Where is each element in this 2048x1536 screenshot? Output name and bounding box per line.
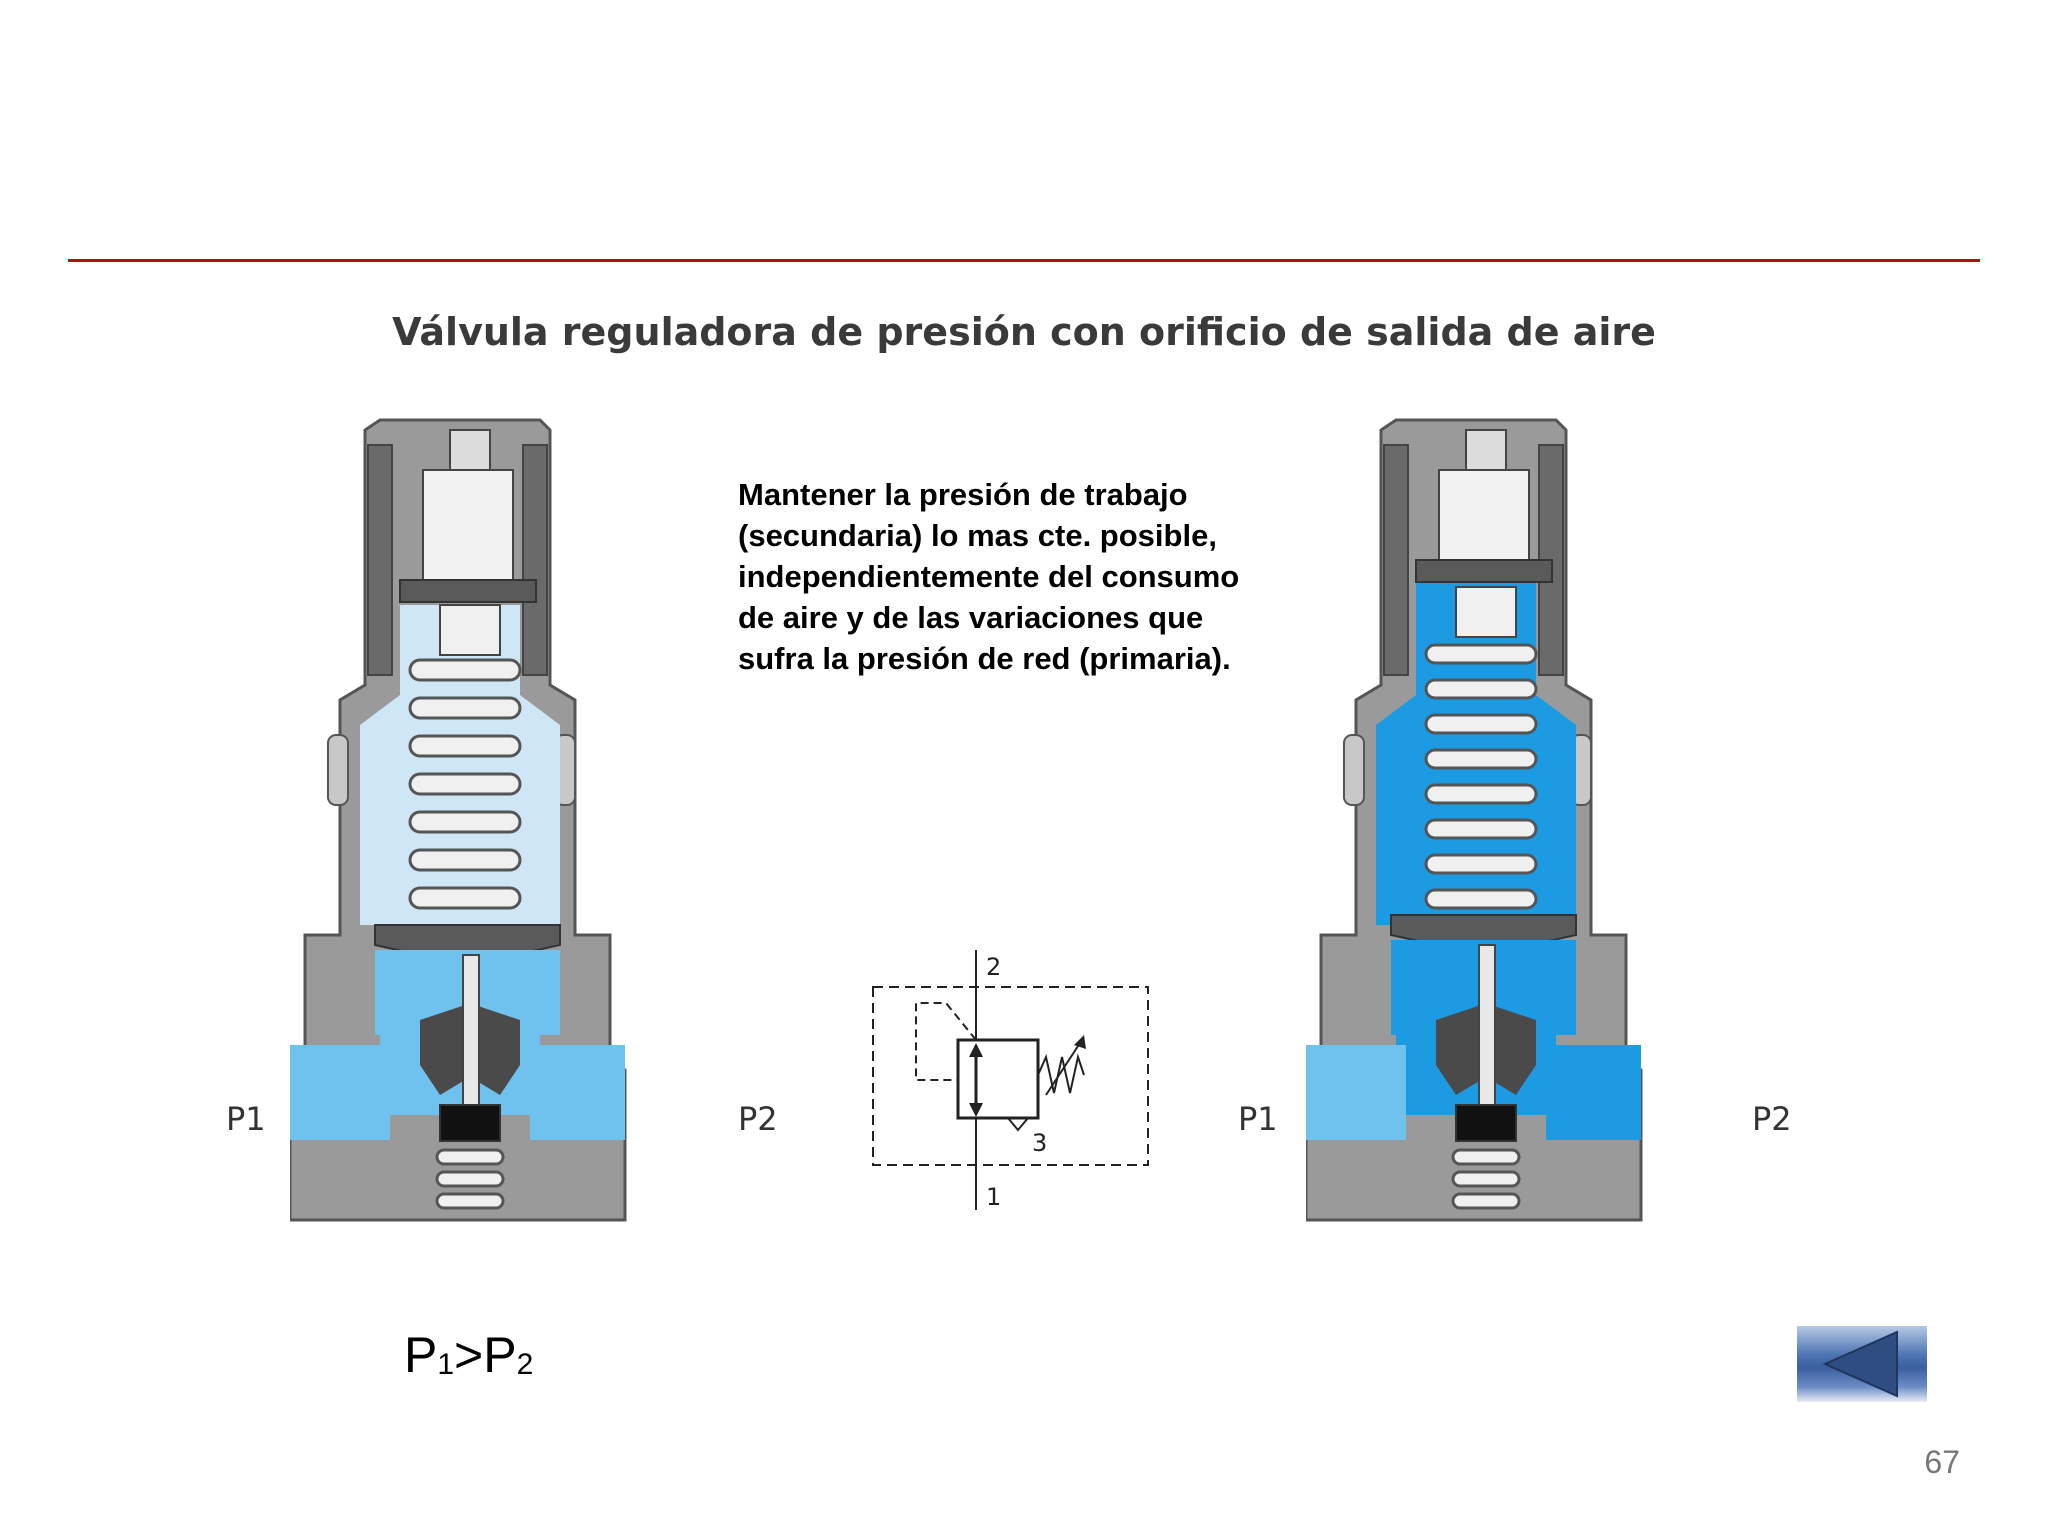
symbol-port-1: 1	[986, 1183, 1001, 1211]
right-valve-outlet-label: P2	[1752, 1100, 1792, 1138]
pressure-relation: P1>P2	[404, 1326, 533, 1384]
right-valve-inlet-label: P1	[1238, 1100, 1278, 1138]
left-valve-inlet-label: P1	[226, 1100, 266, 1138]
p1-subscript: 1	[437, 1348, 455, 1381]
title-rule	[68, 259, 1980, 262]
pressure-regulator-symbol: 2 1 3	[872, 950, 1149, 1211]
diagram-title: Válvula reguladora de presión con orific…	[392, 310, 1656, 354]
description-line: Mantener la presión de trabajo	[738, 477, 1188, 512]
greater-than-symbol: >	[454, 1327, 484, 1383]
description-line: sufra la presión de red (primaria).	[738, 641, 1231, 676]
back-arrow-icon	[1822, 1330, 1898, 1398]
back-button[interactable]	[1797, 1326, 1927, 1402]
description-text: Mantener la presión de trabajo (secundar…	[738, 474, 1358, 679]
left-valve-outlet-label: P2	[738, 1100, 778, 1138]
symbol-port-2: 2	[986, 953, 1001, 981]
page-number: 67	[1924, 1444, 1960, 1480]
p2-subscript: 2	[516, 1348, 534, 1381]
left-valve-cross-section	[290, 418, 627, 1222]
p2-symbol: P	[483, 1327, 517, 1383]
p1-symbol: P	[404, 1327, 438, 1383]
description-line: (secundaria) lo mas cte. posible,	[738, 518, 1217, 553]
symbol-port-3: 3	[1032, 1129, 1047, 1157]
right-valve-cross-section	[1306, 418, 1643, 1222]
description-line: independientemente del consumo	[738, 559, 1240, 594]
description-line: de aire y de las variaciones que	[738, 600, 1204, 635]
